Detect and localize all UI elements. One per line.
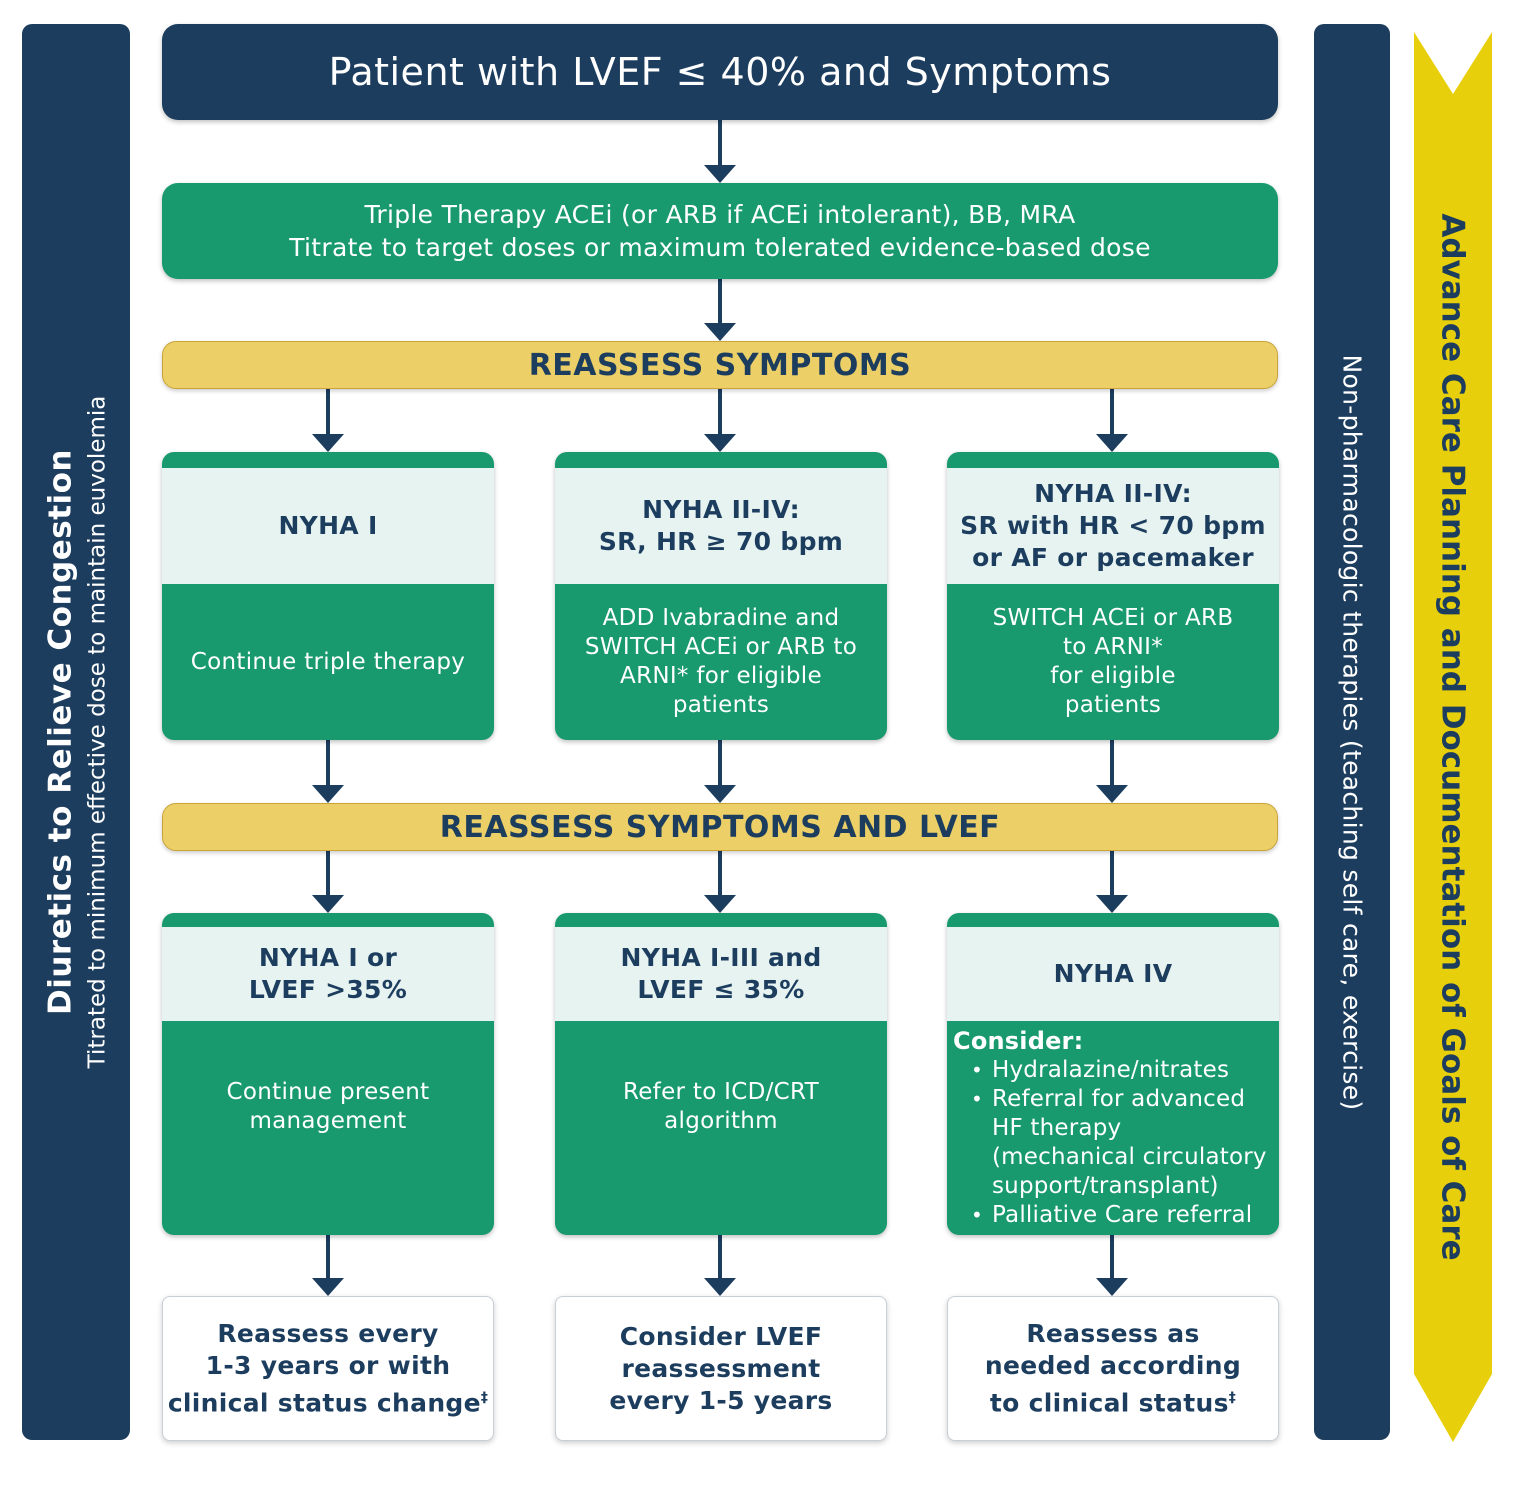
non-pharmacologic-side-bar: Non-pharmacologic therapies (teaching se… xyxy=(1314,24,1390,1440)
arrow-head-icon xyxy=(704,785,736,803)
reassess-as-needed-box: Reassess as needed according to clinical… xyxy=(947,1296,1279,1441)
bottom-line: clinical status change xyxy=(167,1388,481,1418)
nyha-i-iii-lvef-low-card: NYHA I-III and LVEF ≤ 35% Refer to ICD/C… xyxy=(555,913,887,1235)
arrow-head-icon xyxy=(1096,1278,1128,1296)
nyha-i-iii-lvef-low-header: NYHA I-III and LVEF ≤ 35% xyxy=(555,927,887,1021)
card-header-line: NYHA I or xyxy=(258,943,398,972)
nyha-iv-body: Consider: • Hydralazine/nitrates • Refer… xyxy=(947,1021,1279,1235)
card-body-line: to ARNI* xyxy=(1062,634,1163,660)
consider-list: • Hydralazine/nitrates • Referral for ad… xyxy=(953,1056,1269,1230)
bullet-icon: • xyxy=(971,1203,983,1227)
nyha-i-iii-lvef-low-body: Refer to ICD/CRT algorithm xyxy=(555,1021,887,1235)
card-body-line: patients xyxy=(1064,692,1162,718)
card-body-line: Continue triple therapy xyxy=(190,648,466,675)
arrow-head-icon xyxy=(704,165,736,183)
nyha-ii-iv-hr-high-header: NYHA II-IV: SR, HR ≥ 70 bpm xyxy=(555,468,887,584)
list-item-line: Palliative Care referral xyxy=(992,1202,1253,1228)
list-item-line: HF therapy xyxy=(992,1115,1122,1141)
card-header-line: NYHA IV xyxy=(1053,959,1173,988)
arrow-head-icon xyxy=(312,895,344,913)
list-item-line: Hydralazine/nitrates xyxy=(992,1057,1230,1083)
diuretics-side-bar: Diuretics to Relieve Congestion Titrated… xyxy=(22,24,130,1440)
consider-label: Consider: xyxy=(953,1027,1084,1055)
card-body-line: SWITCH ACEi or ARB to xyxy=(584,634,858,660)
card-body-line: patients xyxy=(672,692,770,718)
arrow-head-icon xyxy=(312,785,344,803)
triple-therapy-line-1: Triple Therapy ACEi (or ARB if ACEi into… xyxy=(364,200,1076,229)
reassess-symptoms-label: REASSESS SYMPTOMS xyxy=(528,347,912,383)
bottom-line-with-mark: clinical status change‡ xyxy=(168,1382,488,1419)
list-item: • Referral for advanced HF therapy (mech… xyxy=(953,1085,1269,1201)
card-header-line: or AF or pacemaker xyxy=(972,543,1254,572)
bottom-line-with-mark: to clinical status‡ xyxy=(990,1382,1236,1419)
bullet-icon: • xyxy=(971,1058,983,1082)
list-item-line: (mechanical circulatory xyxy=(992,1144,1267,1170)
arrow-head-icon xyxy=(1096,785,1128,803)
arrow-head-icon xyxy=(312,434,344,452)
nyha-i-lvef-high-header: NYHA I or LVEF >35% xyxy=(162,927,494,1021)
card-header-line: NYHA I xyxy=(278,511,378,540)
arrow-head-icon xyxy=(312,1278,344,1296)
card-header-line: SR with HR < 70 bpm xyxy=(960,511,1266,540)
nyha-i-card-header: NYHA I xyxy=(162,468,494,584)
arrow-head-icon xyxy=(1096,434,1128,452)
reassess-symptoms-band: REASSESS SYMPTOMS xyxy=(162,341,1278,389)
patient-criteria-box: Patient with LVEF ≤ 40% and Symptoms xyxy=(162,24,1278,120)
bottom-line: every 1-5 years xyxy=(609,1385,833,1415)
card-header-line: SR, HR ≥ 70 bpm xyxy=(598,527,844,556)
reassess-every-1-3-years-box: Reassess every 1-3 years or with clinica… xyxy=(162,1296,494,1441)
nyha-iv-header: NYHA IV xyxy=(947,927,1279,1021)
card-header-line: LVEF ≤ 35% xyxy=(637,975,805,1004)
bottom-line: needed according xyxy=(984,1350,1242,1380)
arrow-head-icon xyxy=(704,895,736,913)
card-body-line: ARNI* for eligible xyxy=(620,663,822,689)
nyha-ii-iv-hr-high-body: ADD Ivabradine and SWITCH ACEi or ARB to… xyxy=(555,584,887,740)
card-body-line: Refer to ICD/CRT xyxy=(622,1079,820,1105)
arrow-head-icon xyxy=(704,323,736,341)
bottom-line: Reassess as xyxy=(1026,1318,1200,1348)
bottom-line: 1-3 years or with xyxy=(205,1350,451,1380)
card-body-line: SWITCH ACEi or ARB xyxy=(992,605,1234,631)
nyha-i-card: NYHA I Continue triple therapy xyxy=(162,452,494,740)
list-item-line: Referral for advanced xyxy=(992,1086,1246,1112)
nyha-ii-iv-hr-low-header: NYHA II-IV: SR with HR < 70 bpm or AF or… xyxy=(947,468,1279,584)
lvef-reassessment-box: Consider LVEF reassessment every 1-5 yea… xyxy=(555,1296,887,1441)
list-item: • Palliative Care referral xyxy=(953,1201,1269,1230)
arrow-head-icon xyxy=(704,1278,736,1296)
card-header-line: NYHA II-IV: xyxy=(642,495,800,524)
card-body-line: ADD Ivabradine and xyxy=(602,605,840,631)
card-header-line: LVEF >35% xyxy=(248,975,408,1004)
nyha-i-lvef-high-card: NYHA I or LVEF >35% Continue present man… xyxy=(162,913,494,1235)
reassess-symptoms-lvef-band: REASSESS SYMPTOMS AND LVEF xyxy=(162,803,1278,851)
nyha-ii-iv-hr-low-card: NYHA II-IV: SR with HR < 70 bpm or AF or… xyxy=(947,452,1279,740)
reassess-symptoms-lvef-label: REASSESS SYMPTOMS AND LVEF xyxy=(439,809,1001,845)
triple-therapy-box: Triple Therapy ACEi (or ARB if ACEi into… xyxy=(162,183,1278,279)
list-item-line: support/transplant) xyxy=(992,1173,1219,1199)
triple-therapy-line-2: Titrate to target doses or maximum toler… xyxy=(289,233,1151,262)
double-dagger-mark: ‡ xyxy=(1228,1389,1237,1406)
bottom-line: Consider LVEF xyxy=(619,1321,823,1351)
card-body-line: Continue present xyxy=(226,1079,430,1105)
bottom-line: Reassess every xyxy=(217,1318,439,1348)
bottom-line: reassessment xyxy=(621,1353,821,1383)
nyha-i-lvef-high-body: Continue present management xyxy=(162,1021,494,1235)
nyha-ii-iv-hr-high-card: NYHA II-IV: SR, HR ≥ 70 bpm ADD Ivabradi… xyxy=(555,452,887,740)
nyha-ii-iv-hr-low-body: SWITCH ACEi or ARB to ARNI* for eligible… xyxy=(947,584,1279,740)
bottom-line: to clinical status xyxy=(989,1388,1229,1418)
arrow-head-icon xyxy=(704,434,736,452)
list-item: • Hydralazine/nitrates xyxy=(953,1056,1269,1085)
card-header-line: NYHA I-III and xyxy=(620,943,822,972)
bullet-icon: • xyxy=(971,1087,983,1111)
nyha-iv-card: NYHA IV Consider: • Hydralazine/nitrates… xyxy=(947,913,1279,1235)
card-body-line: for eligible xyxy=(1050,663,1176,689)
nyha-i-card-body: Continue triple therapy xyxy=(162,584,494,740)
arrow-head-icon xyxy=(1096,895,1128,913)
card-body-line: algorithm xyxy=(664,1108,778,1134)
card-body-line: management xyxy=(249,1108,407,1134)
card-header-line: NYHA II-IV: xyxy=(1034,479,1192,508)
double-dagger-mark: ‡ xyxy=(480,1389,489,1406)
patient-criteria-title: Patient with LVEF ≤ 40% and Symptoms xyxy=(328,50,1112,94)
advance-care-arrow xyxy=(1414,32,1492,1442)
